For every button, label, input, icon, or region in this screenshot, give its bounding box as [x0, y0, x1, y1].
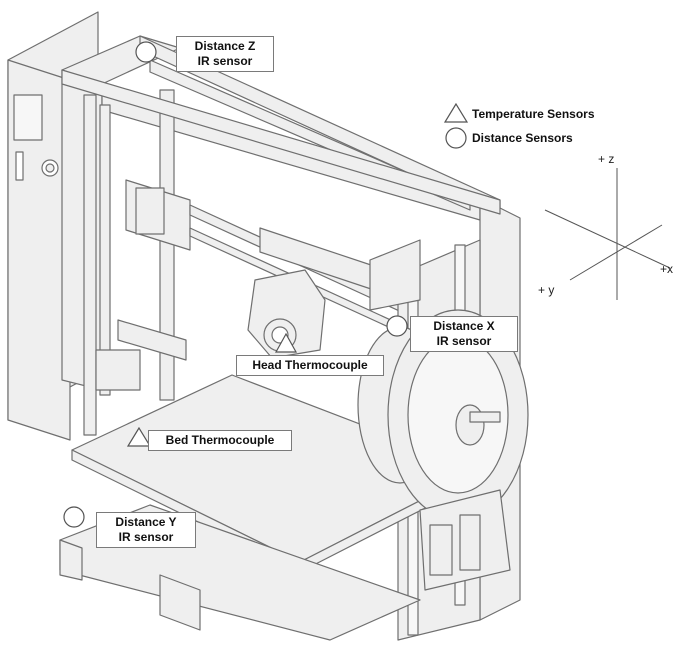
distance-z-marker: [135, 41, 157, 63]
distance-y-title: Distance Y: [115, 515, 177, 529]
distance-z-callout: Distance Z IR sensor: [176, 36, 274, 72]
head-thermocouple-callout: Head Thermocouple: [236, 355, 384, 376]
top-frame-front: [61, 69, 501, 215]
head-thermocouple-marker: [274, 332, 298, 353]
legend-temperature-label: Temperature Sensors: [472, 107, 595, 121]
y-axis-line: [569, 224, 663, 281]
axis-indicator: [544, 168, 671, 300]
x-axis-line: [544, 209, 671, 269]
distance-y-marker: [63, 506, 85, 528]
bed-thermocouple-callout: Bed Thermocouple: [148, 430, 292, 451]
axis-x-label: +x: [660, 262, 674, 276]
legend-distance-label: Distance Sensors: [472, 131, 573, 145]
bed-thermocouple-marker: [126, 426, 152, 447]
legend-circle-icon: [445, 127, 467, 149]
distance-z-subtitle: IR sensor: [197, 54, 253, 68]
legend-triangle-icon: [443, 102, 469, 123]
axis-y-label: + y: [538, 283, 555, 297]
distance-x-subtitle: IR sensor: [436, 334, 492, 348]
bed-thermocouple-label: Bed Thermocouple: [165, 433, 275, 447]
lower-right-box: [419, 489, 511, 591]
axis-z-label: + z: [598, 152, 615, 166]
distance-x-title: Distance X: [433, 319, 495, 333]
head-thermocouple-label: Head Thermocouple: [252, 358, 368, 372]
distance-x-callout: Distance X IR sensor: [410, 316, 518, 352]
distance-x-marker: [386, 315, 408, 337]
distance-z-title: Distance Z: [194, 39, 256, 53]
z-carriage: [95, 179, 191, 391]
distance-y-subtitle: IR sensor: [118, 530, 174, 544]
distance-y-callout: Distance Y IR sensor: [96, 512, 196, 548]
